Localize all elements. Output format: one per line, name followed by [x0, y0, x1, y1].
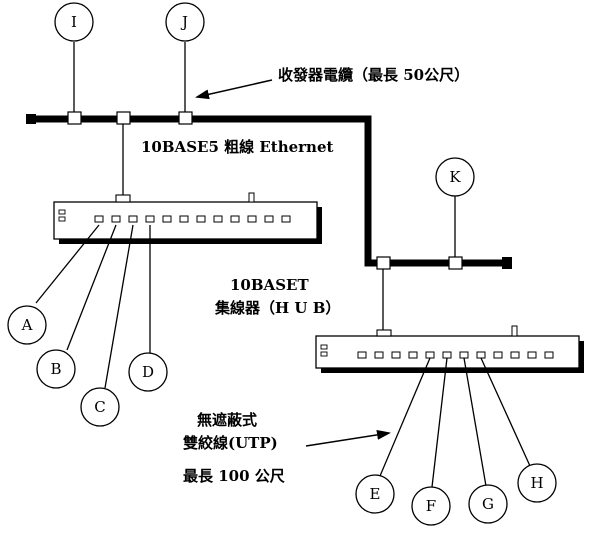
tap-i: [67, 111, 82, 125]
hub-port: [281, 215, 291, 223]
node-f-label: F: [426, 497, 436, 515]
node-h: H: [517, 463, 557, 503]
node-f: F: [411, 486, 451, 526]
link-g: [463, 357, 487, 487]
thicknet-backbone: [26, 114, 512, 269]
hub-port: [247, 215, 257, 223]
backbone-terminator-right: [502, 257, 512, 269]
cable-arrow: [195, 79, 273, 100]
link-a: [35, 224, 100, 304]
tap-hub2: [376, 256, 391, 270]
node-h-label: H: [530, 474, 543, 492]
node-j: J: [165, 2, 205, 42]
node-a-label: A: [21, 316, 33, 334]
utp-label-3: 最長 100 公尺: [183, 467, 285, 485]
hub-port: [94, 215, 104, 223]
hub-port: [145, 215, 155, 223]
link-c: [104, 224, 134, 389]
hub-label-2: 集線器（H U B）: [214, 299, 340, 317]
node-g: G: [468, 484, 508, 524]
hub-port: [408, 351, 418, 359]
node-i-label: I: [71, 13, 77, 31]
tap-hub1: [116, 111, 131, 125]
hub-2-led: [320, 344, 328, 350]
cable-label: 收發器電纜（最長 50公尺）: [278, 66, 469, 84]
hub-port: [544, 351, 554, 359]
hub-port: [493, 351, 503, 359]
hub-port: [357, 351, 367, 359]
node-k: K: [435, 157, 475, 197]
node-d: D: [128, 352, 168, 392]
hub-2-aui-port: [376, 329, 392, 337]
hub-port: [442, 351, 452, 359]
hub-1: [53, 192, 322, 244]
node-c: C: [80, 387, 120, 427]
node-a: A: [7, 305, 47, 345]
node-b-label: B: [50, 360, 61, 378]
backbone-cable: [30, 115, 505, 267]
hub-2-switch: [511, 325, 518, 337]
hub-1-led: [58, 216, 66, 222]
hub-1-led: [58, 209, 66, 215]
hub-2-led: [320, 351, 328, 357]
hub-2-links: [379, 357, 531, 488]
transceiver-taps: [67, 111, 463, 270]
utp-arrow: [305, 429, 391, 447]
hub-1-ports: [94, 215, 291, 223]
hub-port: [391, 351, 401, 359]
hub-port: [213, 215, 223, 223]
hub-1-links: [35, 224, 151, 389]
hub-port: [374, 351, 384, 359]
hub-label-1: 10BASET: [230, 276, 309, 294]
link-f: [431, 357, 448, 488]
hub-port: [527, 351, 537, 359]
hub-port: [425, 351, 435, 359]
node-j-label: J: [180, 13, 188, 31]
hub-port: [459, 351, 469, 359]
node-e-label: E: [370, 485, 381, 503]
utp-label-2: 雙絞線(UTP): [183, 434, 278, 452]
hub-port: [179, 215, 189, 223]
hub-port: [162, 215, 172, 223]
node-i: I: [54, 2, 94, 42]
node-c-label: C: [94, 398, 105, 416]
node-e: E: [355, 474, 395, 514]
node-g-label: G: [482, 495, 494, 513]
node-b: B: [36, 349, 76, 389]
link-h: [480, 357, 531, 467]
utp-label-1: 無遮蔽式: [197, 411, 257, 429]
hub-port: [476, 351, 486, 359]
link-b: [66, 224, 117, 351]
hub-1-aui-port: [115, 194, 131, 203]
drop-cables: [73, 42, 456, 331]
hub-port: [128, 215, 138, 223]
thicknet-label: 10BASE5 粗線 Ethernet: [141, 138, 334, 156]
hub-2: [315, 325, 584, 373]
hub-1-switch: [248, 192, 255, 203]
hub-port: [510, 351, 520, 359]
node-k-label: K: [449, 168, 461, 186]
hub-port: [230, 215, 240, 223]
link-e: [379, 357, 431, 477]
tap-j: [178, 111, 193, 125]
hub-port: [264, 215, 274, 223]
hub-port: [196, 215, 206, 223]
hub-port: [111, 215, 121, 223]
tap-k: [448, 256, 463, 270]
node-d-label: D: [142, 363, 154, 381]
